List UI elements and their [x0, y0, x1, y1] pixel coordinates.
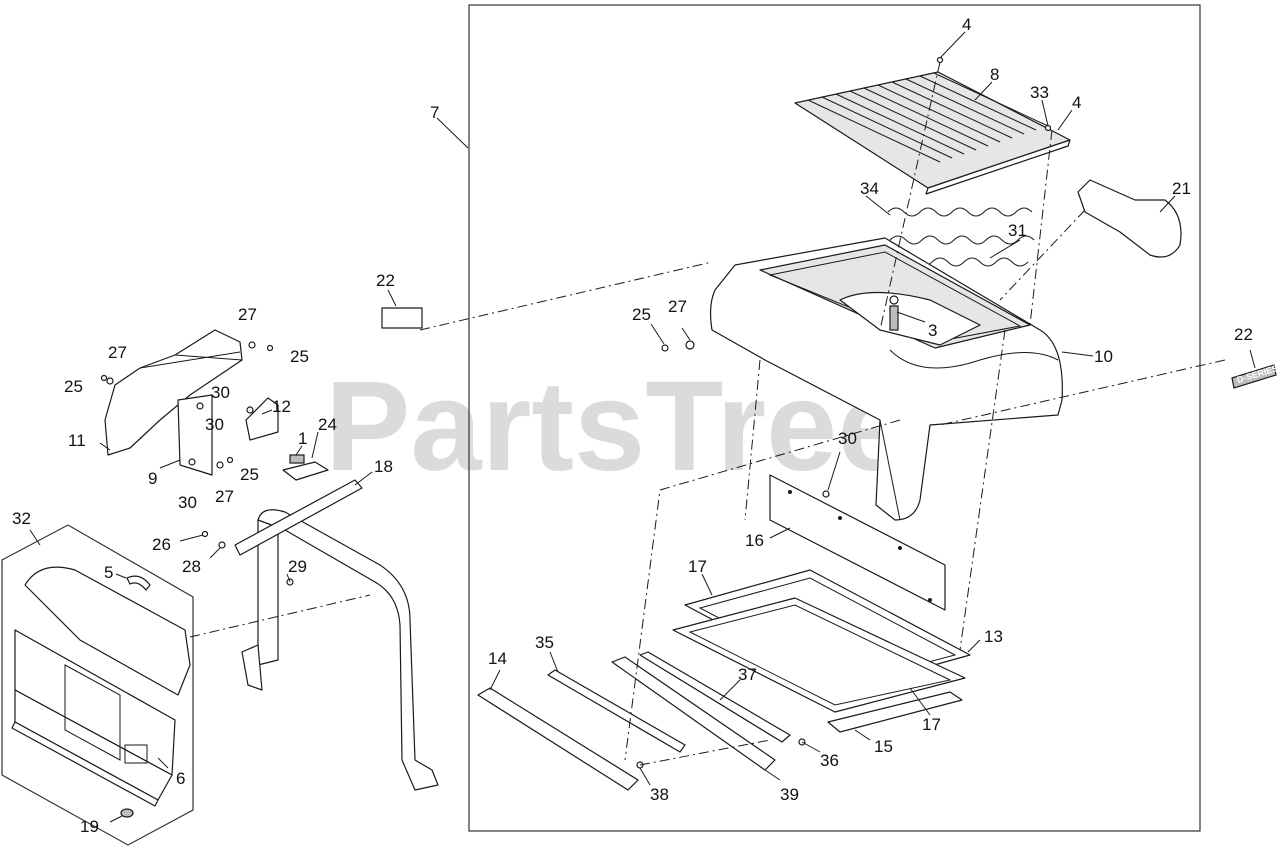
- callout-5: 5: [104, 563, 113, 582]
- callout-30b: 30: [211, 383, 230, 402]
- callout-25d: 25: [240, 465, 259, 484]
- callout-labels: 7 4 8 33 4 21 34 31 22 22 25 27 3 10 30 …: [12, 15, 1253, 836]
- callout-27c: 27: [108, 343, 127, 362]
- callout-14: 14: [488, 649, 507, 668]
- callout-7: 7: [430, 103, 439, 122]
- roll-bar: [234, 479, 439, 791]
- callout-32: 32: [12, 509, 31, 528]
- callout-21: 21: [1172, 179, 1191, 198]
- bracket-12: [245, 397, 279, 441]
- callout-4b: 4: [1072, 93, 1081, 112]
- visor-part: [1077, 179, 1182, 258]
- callout-29: 29: [288, 557, 307, 576]
- callout-13: 13: [984, 627, 1003, 646]
- roof-panel: [794, 71, 1071, 195]
- callout-35: 35: [535, 633, 554, 652]
- callout-15: 15: [874, 737, 893, 756]
- foot: [120, 808, 134, 818]
- callout-24: 24: [318, 415, 337, 434]
- callout-1: 1: [298, 429, 307, 448]
- hook: [126, 575, 151, 591]
- seat-body: [709, 237, 1063, 521]
- assembly-frame: [468, 4, 1201, 832]
- callout-34: 34: [860, 179, 879, 198]
- callout-3: 3: [928, 321, 937, 340]
- callout-27a: 27: [668, 297, 687, 316]
- latch-part: [889, 295, 899, 331]
- decal-right: D-SERIES: [1231, 363, 1280, 389]
- callout-28: 28: [182, 557, 201, 576]
- callout-18: 18: [374, 457, 393, 476]
- callout-39: 39: [780, 785, 799, 804]
- callout-25b: 25: [290, 347, 309, 366]
- decal-left: [381, 307, 423, 329]
- callout-11: 11: [68, 431, 86, 450]
- callout-30d: 30: [178, 493, 197, 512]
- bracket-9: [177, 394, 213, 476]
- assembly-lines: [189, 61, 1226, 766]
- callout-19: 19: [80, 817, 99, 836]
- callout-37: 37: [738, 665, 757, 684]
- callout-25a: 25: [632, 305, 651, 324]
- rail-15: [827, 691, 963, 733]
- callout-9: 9: [148, 469, 157, 488]
- callout-38: 38: [650, 785, 669, 804]
- callout-22b: 22: [1234, 325, 1253, 344]
- leader-lines: [29, 31, 1256, 823]
- callout-31: 31: [1008, 221, 1027, 240]
- decal-right-text: D-SERIES: [1236, 363, 1280, 385]
- base-frame: [672, 569, 971, 713]
- callout-22a: 22: [376, 271, 395, 290]
- callout-17b: 17: [922, 715, 941, 734]
- callout-6: 6: [176, 769, 185, 788]
- rear-panel: [1, 524, 194, 846]
- callout-12: 12: [272, 397, 291, 416]
- callout-27d: 27: [215, 487, 234, 506]
- mount-plate: [769, 474, 946, 611]
- switch-plate: [282, 454, 329, 481]
- callout-4a: 4: [962, 15, 971, 34]
- fasteners-left: [100, 341, 294, 586]
- callout-16: 16: [745, 531, 764, 550]
- shroud: [104, 329, 243, 456]
- front-rails: [477, 651, 791, 791]
- fasteners-right: [636, 56, 1052, 769]
- callout-17a: 17: [688, 557, 707, 576]
- callout-25c: 25: [64, 377, 83, 396]
- callout-30a: 30: [838, 429, 857, 448]
- callout-30c: 30: [205, 415, 224, 434]
- callout-26: 26: [152, 535, 171, 554]
- callout-8: 8: [990, 65, 999, 84]
- callout-10: 10: [1094, 347, 1113, 366]
- callout-33: 33: [1030, 83, 1049, 102]
- callout-27b: 27: [238, 305, 257, 324]
- callout-36: 36: [820, 751, 839, 770]
